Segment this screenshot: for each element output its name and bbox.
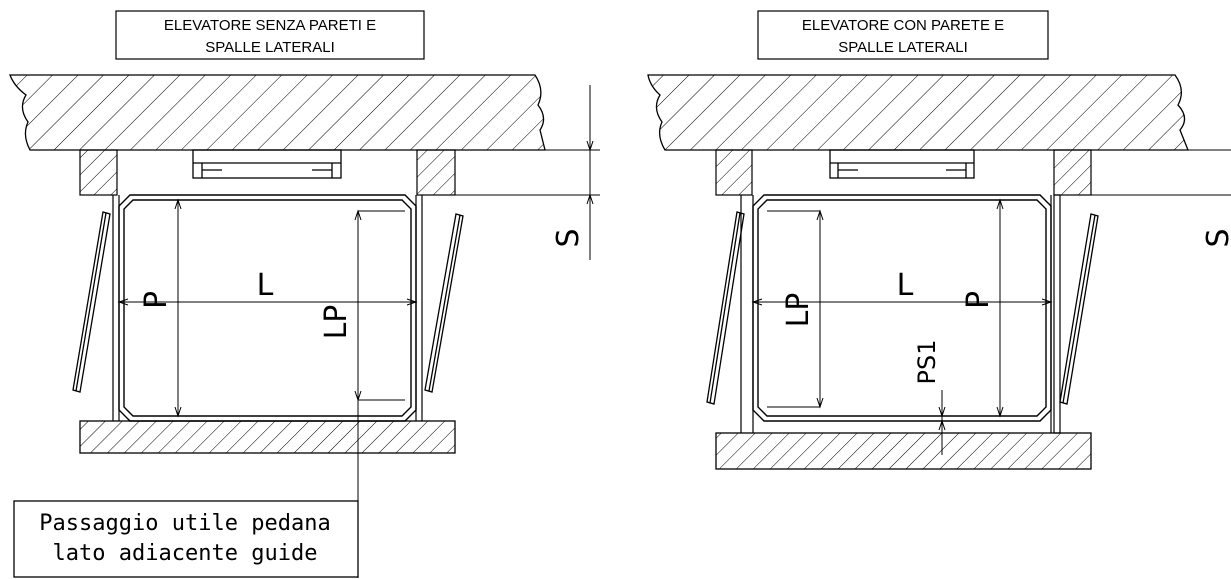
right-dim-S: S [1201,228,1231,247]
left-floor-slab [79,420,456,454]
right-swing-door-left [706,211,745,405]
right-title-line1: ELEVATORE CON PARETE E [802,17,1004,34]
left-top-door [192,149,342,179]
right-dim-PS1-line [938,390,946,455]
callout-line2: lato adiacente guide [53,541,318,566]
right-dim-S-line [1091,149,1231,196]
left-swing-door-left [72,211,111,393]
right-dim-PS1: PS1 [913,340,941,385]
left-title-line2: SPALLE LATERALI [205,39,335,56]
left-dim-S-line [430,85,600,260]
left-dim-LP: LP [319,305,354,340]
right-side-wall [1053,194,1061,434]
right-ceiling-slab [647,74,1189,151]
left-dim-LP-line [354,209,405,578]
right-pillar-top-right [1053,149,1092,196]
right-dim-LP-line [767,209,824,409]
left-dim-P-line [174,198,182,418]
left-swing-door-right [424,213,464,393]
right-dim-LP: LP [781,293,816,328]
left-dim-L-line [117,298,418,306]
left-dim-L: L [257,268,274,303]
left-dim-S: S [551,228,586,247]
right-pillar-top-left [715,149,753,196]
right-swing-door-right [1059,213,1099,405]
right-dim-P-line [996,198,1004,418]
left-pillar-top-left [79,149,118,196]
left-pillar-top-right [416,149,456,196]
right-view: ELEVATORE CON PARETE E SPALLE LATERALI [647,10,1231,470]
left-title-line1: ELEVATORE SENZA PARETI E [164,17,376,34]
callout-line1: Passaggio utile pedana [39,511,330,536]
left-title-box [115,10,425,60]
left-view: ELEVATORE SENZA PARETI E SPALLE LATERALI [9,10,600,578]
left-ceiling-slab [9,74,546,151]
right-dim-P: P [961,291,996,309]
left-dim-P: P [139,291,174,309]
right-top-door [829,149,975,179]
right-dim-L-line [751,298,1053,306]
callout-box [13,500,359,578]
right-title-box [757,10,1049,60]
left-guides [112,195,423,421]
right-title-line2: SPALLE LATERALI [838,39,968,56]
right-floor-slab [715,432,1092,470]
right-dim-L: L [897,268,914,303]
